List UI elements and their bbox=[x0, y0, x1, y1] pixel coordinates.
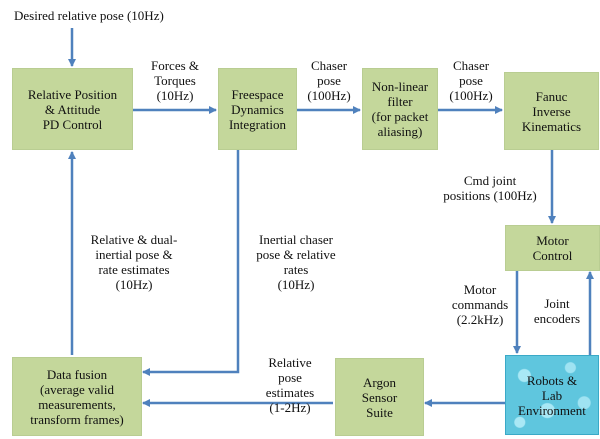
pd-control-node: Relative Position & Attitude PD Control bbox=[12, 68, 133, 150]
label-chaser-pose-1: Chaser pose (100Hz) bbox=[307, 58, 351, 103]
label-motor-commands: Motor commands (2.2kHz) bbox=[451, 282, 509, 327]
label-dual-inertial: Relative & dual- inertial pose & rate es… bbox=[90, 232, 178, 292]
fusion-node: Data fusion (average valid measurements,… bbox=[12, 357, 142, 436]
filter-node: Non-linear filter (for packet aliasing) bbox=[362, 68, 438, 150]
dynamics-node: Freespace Dynamics Integration bbox=[218, 68, 297, 150]
motor-control-node: Motor Control bbox=[505, 225, 600, 271]
robots-node: Robots & Lab Environment bbox=[505, 355, 599, 435]
label-desired-pose: Desired relative pose (10Hz) bbox=[14, 8, 164, 23]
label-inertial-chaser: Inertial chaser pose & relative rates (1… bbox=[256, 232, 336, 292]
label-forces-torques: Forces & Torques (10Hz) bbox=[150, 58, 200, 103]
label-relative-pose: Relative pose estimates (1-2Hz) bbox=[265, 355, 315, 415]
arrow-dynamics-to-fusion bbox=[142, 150, 240, 376]
label-cmd-joint: Cmd joint positions (100Hz) bbox=[443, 173, 537, 203]
kinematics-node: Fanuc Inverse Kinematics bbox=[504, 72, 599, 150]
argon-node: Argon Sensor Suite bbox=[335, 358, 424, 436]
label-chaser-pose-2: Chaser pose (100Hz) bbox=[449, 58, 493, 103]
label-joint-encoders: Joint encoders bbox=[533, 296, 581, 326]
